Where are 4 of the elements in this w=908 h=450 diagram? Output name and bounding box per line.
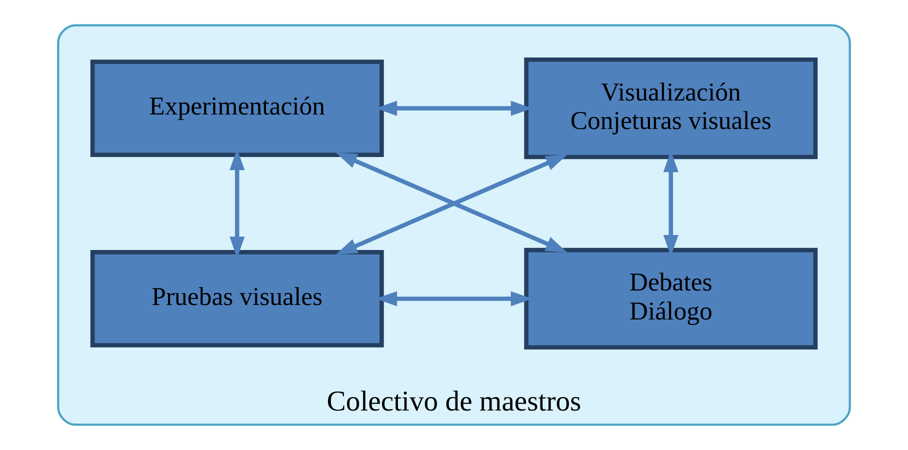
node-box: Experimentación [90, 60, 384, 157]
node-box: Debates Diálogo [524, 248, 818, 350]
node-box: Visualización Conjeturas visuales [524, 58, 818, 160]
node-box: Pruebas visuales [90, 250, 384, 348]
